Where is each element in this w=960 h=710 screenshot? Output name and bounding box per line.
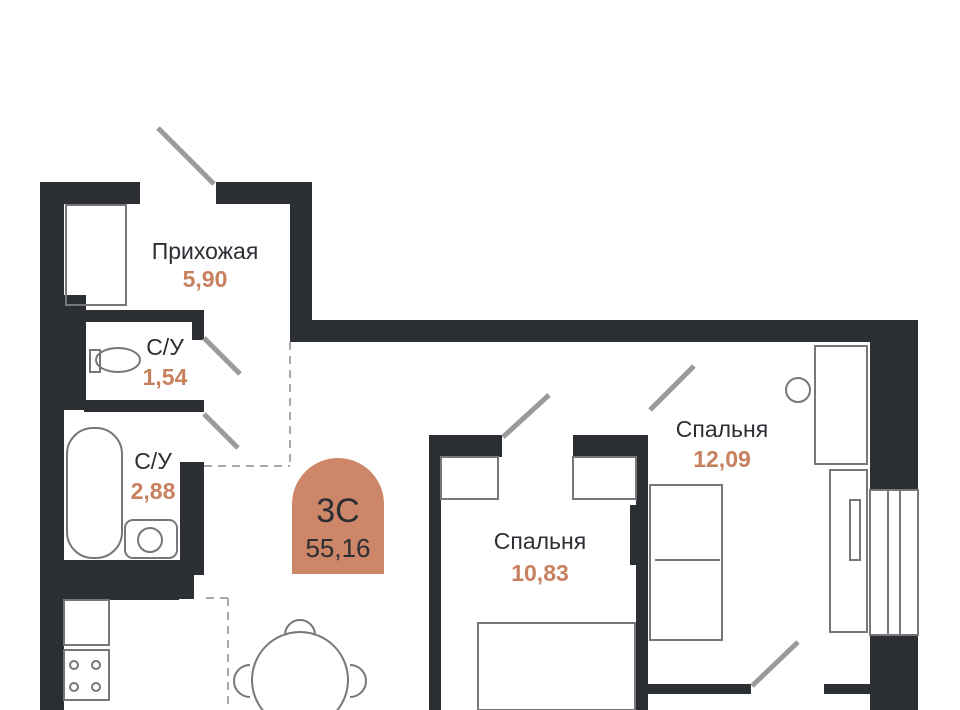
room-name-wc: С/У <box>146 334 184 360</box>
room-area-bedroom-1: 10,83 <box>511 560 569 586</box>
room-name-bedroom-2: Спальня <box>675 416 769 442</box>
apartment-badge: 3С 55,16 <box>292 458 384 574</box>
room-area-bedroom-2: 12,09 <box>693 446 751 472</box>
apartment-total-area: 55,16 <box>305 533 371 563</box>
room-name-bathroom: С/У <box>134 448 172 474</box>
room-name-hallway: Прихожая <box>151 238 259 264</box>
zone-lines <box>204 342 291 710</box>
room-name-bedroom-1: Спальня <box>493 528 587 554</box>
apartment-type: 3С <box>316 492 360 530</box>
room-area-bathroom: 2,88 <box>130 478 176 504</box>
room-area-hallway: 5,90 <box>182 266 228 292</box>
walls <box>40 182 918 710</box>
doors <box>156 126 800 688</box>
furniture <box>63 204 919 710</box>
room-area-wc: 1,54 <box>142 364 188 390</box>
